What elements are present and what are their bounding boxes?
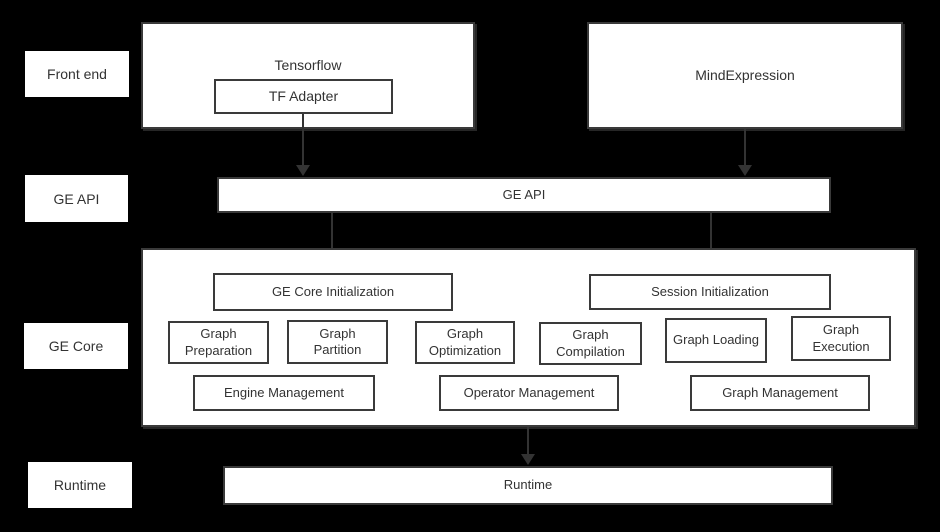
- graph-execution-box: Graph Execution: [791, 316, 891, 361]
- arrow-stem: [331, 213, 333, 261]
- ge-api-bar: GE API: [217, 177, 831, 213]
- side-label-ge-core: GE Core: [24, 323, 128, 369]
- tensorflow-box-title: Tensorflow: [274, 57, 342, 73]
- tf-adapter-box: TF Adapter: [214, 79, 393, 114]
- arrow-head-icon: [296, 165, 310, 176]
- side-label-front-end-text: Front end: [47, 66, 107, 82]
- side-label-front-end: Front end: [25, 51, 129, 97]
- side-label-ge-api-text: GE API: [53, 190, 100, 207]
- side-label-runtime: Runtime: [28, 462, 132, 508]
- operator-management-box: Operator Management: [439, 375, 619, 411]
- mindexpression-label: MindExpression: [695, 66, 795, 83]
- runtime-bar-label: Runtime: [503, 477, 553, 493]
- arrow-stem: [710, 213, 712, 262]
- arrow-stem: [302, 114, 304, 165]
- graph-compilation-box: Graph Compilation: [539, 322, 642, 365]
- engine-management-box: Engine Management: [193, 375, 375, 411]
- arrow-mindexpression-to-ge-api: [738, 129, 752, 176]
- graph-partition-label: Graph Partition: [313, 325, 362, 357]
- graph-compilation-label: Graph Compilation: [556, 327, 625, 359]
- arrow-stem: [744, 129, 746, 165]
- ge-api-bar-label: GE API: [502, 186, 546, 202]
- graph-management-box: Graph Management: [690, 375, 870, 411]
- session-initialization-box: Session Initialization: [589, 274, 831, 310]
- graph-loading-label: Graph Loading: [673, 332, 760, 348]
- session-initialization-label: Session Initialization: [651, 283, 769, 299]
- graph-preparation-box: Graph Preparation: [168, 321, 269, 364]
- arrow-head-icon: [521, 454, 535, 465]
- ge-core-initialization-label: GE Core Initialization: [271, 283, 395, 299]
- tf-adapter-label: TF Adapter: [268, 87, 339, 104]
- side-label-ge-core-text: GE Core: [48, 338, 104, 354]
- graph-preparation-label: Graph Preparation: [184, 326, 253, 358]
- operator-management-label: Operator Management: [463, 384, 595, 400]
- graph-optimization-box: Graph Optimization: [415, 321, 515, 364]
- mindexpression-box: MindExpression: [587, 22, 903, 129]
- arrow-tf-adapter-to-ge-api: [296, 114, 310, 176]
- ge-core-initialization-box: GE Core Initialization: [213, 273, 453, 311]
- arrow-ge-core-to-runtime: [521, 427, 535, 465]
- graph-execution-label: Graph Execution: [812, 322, 870, 354]
- arrow-head-icon: [738, 165, 752, 176]
- graph-management-label: Graph Management: [722, 384, 838, 400]
- graph-partition-box: Graph Partition: [287, 320, 388, 364]
- runtime-bar: Runtime: [223, 466, 833, 505]
- graph-loading-box: Graph Loading: [665, 318, 767, 363]
- arrow-stem: [527, 427, 529, 454]
- graph-optimization-label: Graph Optimization: [428, 326, 502, 358]
- side-label-runtime-text: Runtime: [53, 477, 107, 493]
- engine-management-label: Engine Management: [224, 384, 344, 400]
- side-label-ge-api: GE API: [25, 175, 128, 222]
